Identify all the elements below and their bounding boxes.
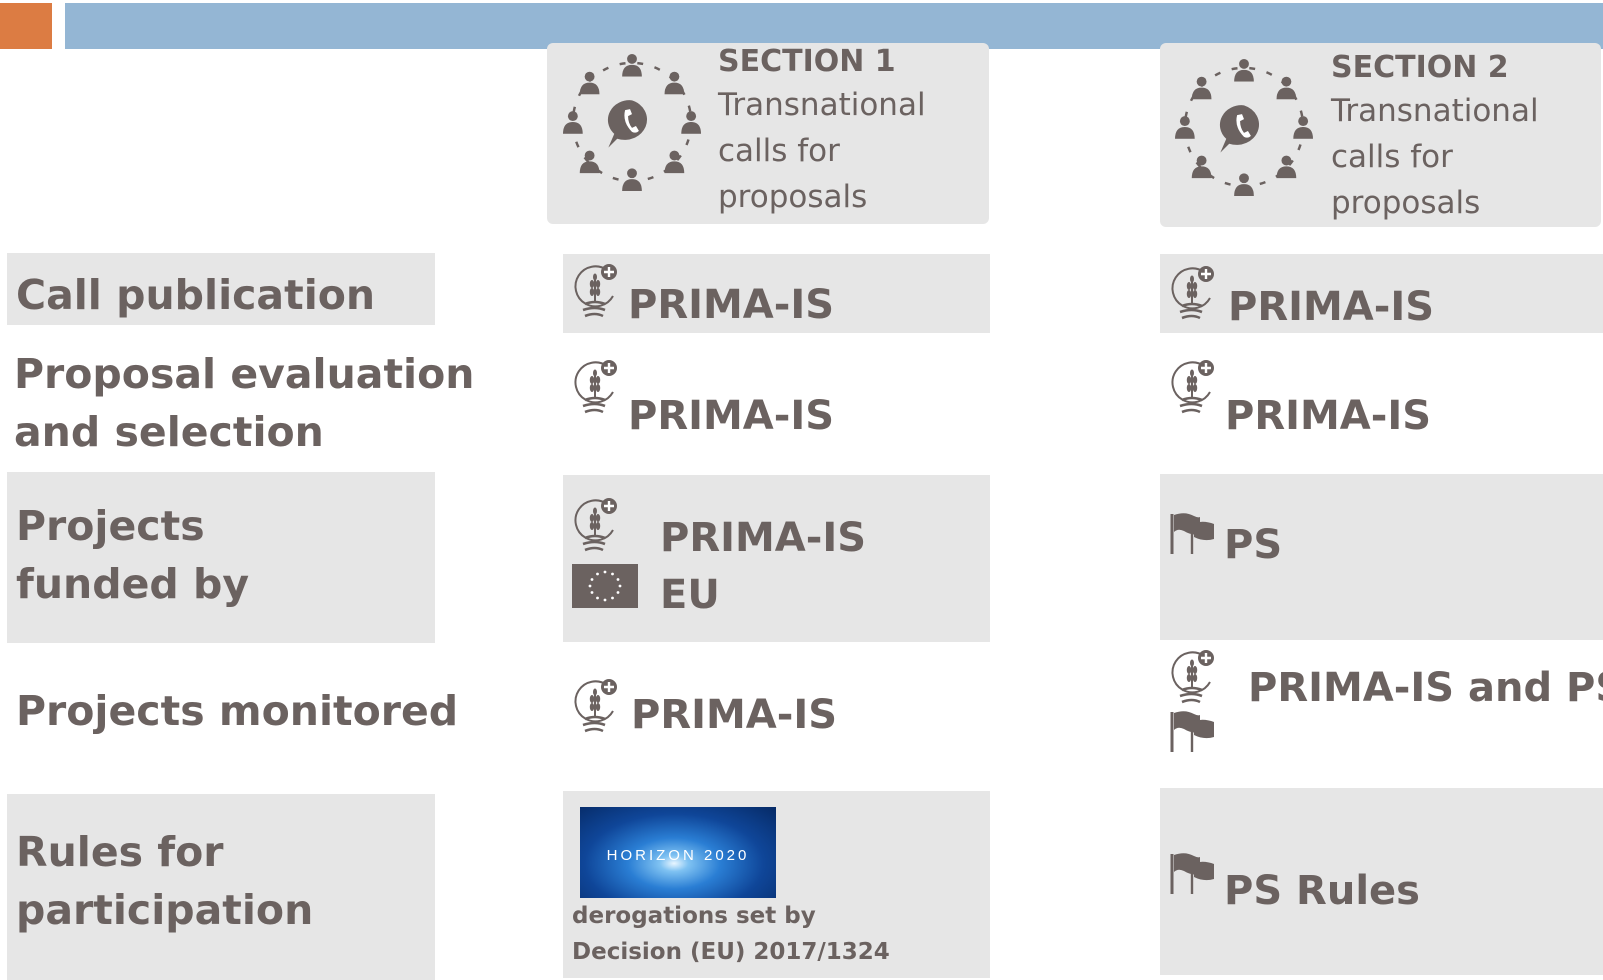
- cell-text: PS: [1224, 522, 1283, 568]
- derogations-note: derogations set by: [572, 903, 816, 929]
- cell-text: PRIMA-IS: [628, 393, 835, 439]
- section-2-line-3: proposals: [1331, 185, 1481, 221]
- row-cell-bg: [1160, 474, 1603, 640]
- row-label-proposal-evaluation: Proposal evaluation: [14, 350, 475, 398]
- prima-wheat-icon: [1168, 358, 1218, 418]
- cell-text: PS Rules: [1224, 868, 1420, 914]
- accent-square: [0, 3, 52, 49]
- cell-text: PRIMA-IS: [660, 515, 867, 561]
- cell-text: PRIMA-IS: [1225, 393, 1432, 439]
- row-label-call-publication: Call publication: [16, 271, 376, 319]
- cell-text: PRIMA-IS: [1228, 284, 1435, 330]
- title-bar: [65, 3, 1603, 49]
- row-label-projects-monitored: Projects monitored: [16, 687, 459, 735]
- row-label-bg: [7, 794, 435, 980]
- prima-wheat-icon: [571, 262, 621, 322]
- prima-wheat-icon: [571, 358, 621, 418]
- section-2-title: SECTION 2: [1331, 50, 1509, 85]
- row-cell-bg: [563, 475, 990, 642]
- section-1-line-3: proposals: [718, 179, 868, 215]
- horizon-2020-logo: HORIZON 2020: [580, 807, 776, 898]
- section-1-line-2: calls for: [718, 133, 840, 169]
- prima-wheat-icon: [571, 496, 621, 556]
- row-label-bg: [7, 253, 435, 325]
- section-1-title: SECTION 1: [718, 44, 896, 79]
- section-2-line-2: calls for: [1331, 139, 1453, 175]
- row-cell-bg: [563, 254, 990, 333]
- eu-flag-icon: [572, 564, 638, 608]
- network-call-icon: [563, 52, 701, 192]
- flags-icon: [1168, 512, 1218, 556]
- row-label-projects-funded: Projects: [16, 502, 205, 550]
- section-1-line-1: Transnational: [718, 87, 926, 123]
- flags-icon: [1168, 852, 1218, 896]
- horizon-2020-logo-text: HORIZON 2020: [606, 847, 750, 864]
- prima-wheat-icon: [1168, 648, 1218, 708]
- cell-text: EU: [660, 572, 720, 618]
- derogations-note-2: Decision (EU) 2017/1324: [572, 939, 890, 965]
- row-cell-bg: [1160, 788, 1603, 975]
- row-label-projects-funded-2: funded by: [16, 560, 250, 608]
- prima-wheat-icon: [1168, 264, 1218, 324]
- row-label-rules: Rules for: [16, 828, 224, 876]
- row-label-proposal-evaluation-2: and selection: [14, 408, 324, 456]
- row-label-rules-2: participation: [16, 886, 314, 934]
- network-call-icon: [1175, 57, 1313, 197]
- prima-wheat-icon: [571, 677, 621, 737]
- flags-icon: [1168, 710, 1218, 754]
- section-2-line-1: Transnational: [1331, 93, 1539, 129]
- row-cell-bg: [1160, 254, 1603, 333]
- cell-text: PRIMA-IS and PS: [1248, 665, 1603, 711]
- cell-text: PRIMA-IS: [631, 692, 838, 738]
- row-label-bg: [7, 472, 435, 643]
- cell-text: PRIMA-IS: [628, 282, 835, 328]
